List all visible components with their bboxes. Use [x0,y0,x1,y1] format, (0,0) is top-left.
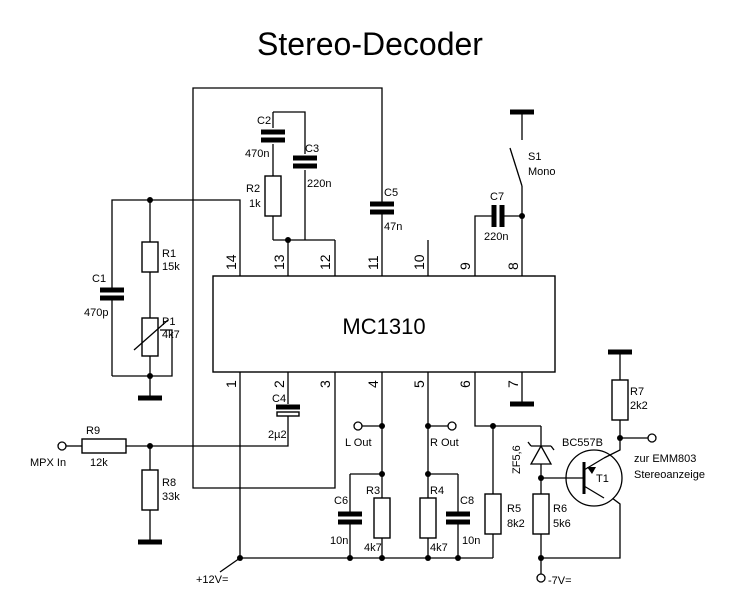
r7-ref: R7 [630,386,644,398]
l-out-terminal [353,421,363,431]
r1-value: 15k [162,261,180,273]
ic-pin-stubs-bottom [239,372,523,398]
resistor-r3 [373,497,391,539]
plus12-label: +12V= [196,574,228,586]
c5-ref: C5 [384,187,398,199]
r6-value: 5k6 [553,518,571,530]
pin-6-label: 6 [457,380,473,388]
r9-ref: R9 [86,425,100,437]
r9-value: 12k [90,457,108,469]
diagram-title: Stereo-Decoder [257,26,483,62]
resistor-r1 [141,241,159,273]
c2-ref: C2 [257,115,271,127]
r3-ref: R3 [366,485,380,497]
r8-ref: R8 [162,477,176,489]
emm803-label-line1: zur EMM803 [634,453,696,465]
ic-pin-numbers-top: 14 13 12 11 10 9 8 [223,254,521,270]
capacitor-c3 [293,155,317,169]
mpx-in-label: MPX In [30,457,66,469]
ic-pin-stubs-top [239,240,523,276]
capacitor-c8 [446,511,470,525]
l-out-label: L Out [345,437,372,449]
capacitor-c4 [150,392,300,447]
c4-ref: C4 [272,393,286,405]
capacitor-c6 [338,511,362,525]
resistor-r8 [141,469,159,511]
t1-type: BC557B [562,437,603,449]
c5-value: 47n [384,221,402,233]
c3-ref: C3 [305,143,319,155]
c8-value: 10n [462,535,480,547]
r8-value: 33k [162,491,180,503]
c6-value: 10n [330,535,348,547]
c4-value: 2µ2 [268,429,287,441]
zener-ref: ZF5,6 [511,445,523,474]
c7-ref: C7 [490,191,504,203]
resistor-r6 [532,493,550,535]
pin-7-label: 7 [505,380,521,388]
transistor-t1 [541,438,623,507]
r5-ref: R5 [507,503,521,515]
capacitor-c2 [261,129,285,143]
pin-13-label: 13 [271,254,287,270]
ic-mc1310 [212,275,556,373]
c2-value: 470n [245,148,269,160]
ic-name: MC1310 [342,314,425,339]
pin-2-label: 2 [271,380,287,388]
pin-11-label: 11 [365,255,381,270]
c6-ref: C6 [334,495,348,507]
resistor-r7 [611,379,629,421]
resistor-r4 [419,497,437,539]
pin-1-label: 1 [223,380,239,388]
pin-5-label: 5 [411,380,427,388]
resistor-r5 [484,493,502,535]
minus7-terminal [536,573,546,583]
resistor-r9 [81,438,127,454]
r1-ref: R1 [162,248,176,260]
ic-pin-numbers-bottom: 1 2 3 4 5 6 7 [223,380,521,388]
emm803-label-line2: Stereoanzeige [634,469,705,481]
wires-pin13 [272,111,335,241]
minus7-label: -7V= [548,575,572,587]
potentiometer-p1 [141,317,159,357]
zener-diode [527,426,555,478]
pin-10-label: 10 [411,254,427,270]
pin-14-label: 14 [223,254,239,270]
s1-value: Mono [528,166,556,178]
r-out-label: R Out [430,437,459,449]
emm803-terminal [647,433,657,443]
c1-ref: C1 [92,273,106,285]
resistor-r2 [264,175,282,217]
pin-12-label: 12 [317,254,333,270]
c1-value: 470p [84,307,108,319]
capacitor-c5 [370,198,394,250]
r6-ref: R6 [553,503,567,515]
r-out-terminal [447,421,457,431]
mpx-in-terminal [57,441,67,451]
r4-ref: R4 [430,485,444,497]
r2-value: 1k [249,198,261,210]
p1-ref: P1 [162,316,175,328]
pin-3-label: 3 [317,380,333,388]
pin-4-label: 4 [365,380,381,388]
capacitor-c1 [100,282,124,306]
c3-value: 220n [307,178,331,190]
p1-value: 4k7 [162,329,180,341]
r2-ref: R2 [246,183,260,195]
r3-value: 4k7 [364,542,382,554]
switch-s1 [509,109,534,187]
pin-9-label: 9 [457,262,473,270]
wires-pin14 [111,87,383,489]
t1-ref: T1 [596,473,609,485]
r4-value: 4k7 [430,542,448,554]
s1-ref: S1 [528,151,541,163]
pin-8-label: 8 [505,262,521,270]
r5-value: 8k2 [507,518,525,530]
r7-value: 2k2 [630,400,648,412]
capacitor-c7 [491,205,505,227]
c8-ref: C8 [460,495,474,507]
c7-value: 220n [484,231,508,243]
